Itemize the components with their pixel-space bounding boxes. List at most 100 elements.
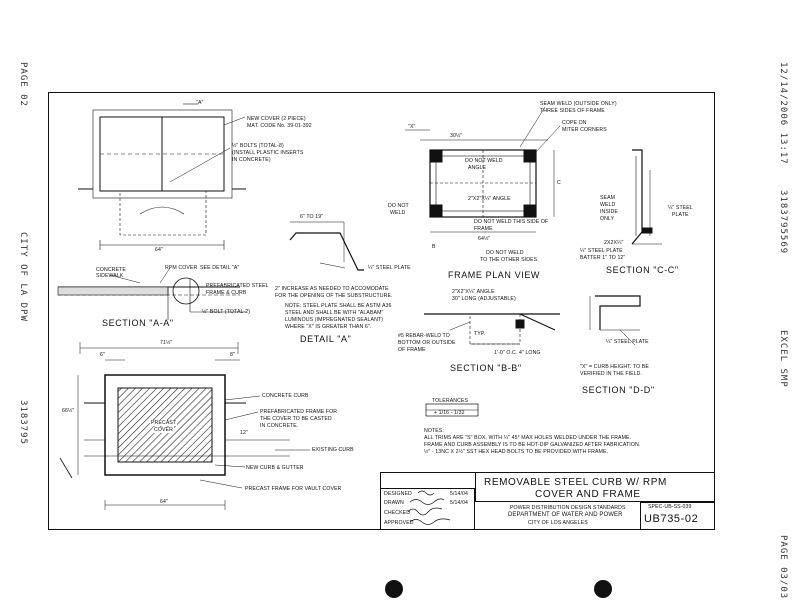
detail-dim-label: 6" TO 19" xyxy=(300,214,324,220)
cope-label-2: MITER CORNERS xyxy=(562,127,607,133)
dd-curb-1: "X" = CURB HEIGHT. TO BE xyxy=(580,364,649,370)
lower-dim-left: 66½" xyxy=(62,408,75,414)
detail-note-4: STEEL AND SHALL BE WITH "ALABAM" xyxy=(285,310,384,316)
dd-plate: ¼" STEEL PLATE xyxy=(606,339,649,345)
date-1: 5/14/04 xyxy=(450,491,469,497)
frame-dim-64: 64½" xyxy=(478,236,491,242)
dept-line-3: CITY OF LOS ANGELES xyxy=(528,520,588,526)
lower-dim-8: 8" xyxy=(230,352,235,358)
detail-note-2: FOR THE OPENING OF THE SUBSTRUCTURE. xyxy=(275,293,393,299)
bb-weld-2: BOTTOM OR OUTSIDE xyxy=(398,340,456,346)
detail-note-1: 2" INCREASE AS NEEDED TO ACCOMODATE xyxy=(275,286,389,292)
frame-dim-x: "X" xyxy=(408,124,416,130)
bolts-label: ½" BOLTS (TOTAL-8) xyxy=(232,143,284,149)
precast-cover-1: PRECAST xyxy=(150,420,178,426)
prefab-curb-label-2: FRAME & CURB xyxy=(206,290,247,296)
cc-seam-4: ONLY xyxy=(600,216,615,222)
detail-note-6: WHERE "X" IS GREATER THAN 6". xyxy=(285,324,372,330)
section-cc-title: SECTION "C-C" xyxy=(606,265,679,275)
no-weld-side-1: DO NOT WELD THIS SIDE OF xyxy=(474,219,549,225)
sidewalk-label-2: SIDEWALK xyxy=(96,273,124,279)
see-detail-label: SEE DETAIL "A" xyxy=(200,265,240,271)
sheet-ref: SPEC-UB-SS-039 xyxy=(648,504,692,510)
no-weld-side-2: FRAME xyxy=(474,226,493,232)
cc-plate-3: ¼" STEEL PLATE xyxy=(580,248,623,254)
bb-weld-1: #5 REBAR-WELD TO xyxy=(398,333,450,339)
drawing-title-2: COVER AND FRAME xyxy=(535,489,641,500)
no-weld-angle-1: DO NOT WELD xyxy=(465,158,503,164)
drawn-label: DRAWN xyxy=(384,500,404,506)
section-dd-title: SECTION "D-D" xyxy=(582,385,655,395)
lower-dim-right: 12" xyxy=(240,430,248,436)
precast-cover-2: COVER xyxy=(153,427,174,433)
frame-dim-b: B xyxy=(432,244,436,250)
punch-hole-right xyxy=(594,580,612,598)
no-weld-left-1: DO NOT xyxy=(388,203,409,209)
dd-curb-2: VERIFIED IN THE FIELD. xyxy=(580,371,643,377)
prefab-curb-label-1: PREFABRICATED STEEL xyxy=(206,283,269,289)
punch-hole-left xyxy=(385,580,403,598)
bolt-total-label: ½" BOLT (TOTAL-2) xyxy=(202,309,251,315)
section-aa-title: SECTION "A-A" xyxy=(102,318,174,328)
inserts-label-1: (INSTALL PLASTIC INSERTS xyxy=(232,150,304,156)
concrete-curb-label: CONCRETE CURB xyxy=(262,393,309,399)
detail-a-title: DETAIL "A" xyxy=(300,334,352,344)
checked-label: CHECKED xyxy=(384,510,411,516)
prefab-frame-1: PREFABRICATED FRAME FOR xyxy=(260,409,338,415)
new-cover-label: NEW COVER (2 PIECE) xyxy=(247,116,306,122)
section-bb-title: SECTION "B-B" xyxy=(450,363,522,373)
detail-plate-label: ¼" STEEL PLATE xyxy=(368,265,411,271)
existing-curb-label: EXISTING CURB xyxy=(312,447,354,453)
no-weld-left-2: WELD xyxy=(390,210,406,216)
cc-plate-2: PLATE xyxy=(672,212,689,218)
cc-seam-3: INSIDE xyxy=(600,209,618,215)
prefab-frame-2: THE COVER TO BE CASTED xyxy=(260,416,332,422)
precast-frame-label: PRECAST FRAME FOR VAULT COVER xyxy=(245,486,342,492)
cc-plate-1: ¼" STEEL xyxy=(668,205,693,211)
lower-dim-6: 6" xyxy=(100,352,105,358)
dept-line-1: POWER DISTRIBUTION DESIGN STANDARDS xyxy=(510,505,626,511)
cc-angle: 2X2X¼" xyxy=(604,240,624,246)
lower-dim-top: 71½" xyxy=(160,340,173,346)
frame-dim-30: 30½" xyxy=(450,133,463,139)
inserts-label-2: IN CONCRETE) xyxy=(232,157,271,163)
angle-label: 2"X2"X¼" ANGLE xyxy=(468,196,511,202)
detail-note-5: LUMINOUS (IMPREGNATED SEALANT) xyxy=(285,317,384,323)
tolerance-row: + 1/16 - 1/32 xyxy=(434,410,465,416)
note-3: ½" - 13NC X 2½" SST HEX HEAD BOLTS TO BE… xyxy=(424,449,609,455)
seam-weld-label-1: SEAM WELD (OUTSIDE ONLY) xyxy=(540,101,617,107)
bb-weld-3: OF FRAME xyxy=(398,347,426,353)
weld-other-2: TO THE OTHER SIDES. xyxy=(480,257,539,263)
bb-spacing: 1'-0" O.C. 4" LONG xyxy=(494,350,541,356)
frame-dim-c: C xyxy=(557,180,561,186)
new-curb-label: NEW CURB & GUTTER xyxy=(246,465,304,471)
tolerance-header: TOLERANCES xyxy=(432,398,469,404)
approved-label: APPROVED xyxy=(384,520,414,526)
detail-note-3: NOTE: STEEL PLATE SHALL BE ASTM A36 xyxy=(285,303,392,309)
title-box xyxy=(475,472,715,502)
plan-dim-64: 64" xyxy=(155,247,163,253)
note-1: ALL TRIMS ARE "S" BOX. WITH ¼" 45° MAX H… xyxy=(424,435,632,441)
prefab-frame-3: IN CONCRETE. xyxy=(260,423,299,429)
weld-other-1: DO NOT WELD xyxy=(486,250,524,256)
sidewalk-label-1: CONCRETE xyxy=(96,267,126,273)
lower-dim-bottom: 64" xyxy=(160,499,168,505)
notes-label: NOTES: xyxy=(424,428,444,434)
bb-angle-1: 2"X2"X¼" ANGLE xyxy=(452,289,495,295)
cope-label-1: COPE ON xyxy=(562,120,587,126)
bb-typ: TYP. xyxy=(474,331,486,337)
rpm-cover-label: RPM COVER xyxy=(165,265,198,271)
mat-code-label: MAT. CODE No. 39-01-392 xyxy=(247,123,312,129)
frame-plan-title: FRAME PLAN VIEW xyxy=(448,270,541,280)
drawing-title-1: REMOVABLE STEEL CURB W/ RPM xyxy=(484,477,667,488)
bb-angle-2: 30" LONG (ADJUSTABLE) xyxy=(452,296,516,302)
seam-weld-label-2: THREE SIDES OF FRAME xyxy=(540,108,605,114)
cc-seam-2: WELD xyxy=(600,202,616,208)
drawing-number: UB735-02 xyxy=(644,513,699,525)
designed-label: DESIGNED xyxy=(384,491,412,497)
date-2: 5/14/04 xyxy=(450,500,469,506)
no-weld-angle-2: ANGLE xyxy=(468,165,487,171)
dim-a-label: "A" xyxy=(196,100,204,106)
dept-line-2: DEPARTMENT OF WATER AND POWER xyxy=(508,512,623,518)
note-2: FRAME AND CURB ASSEMBLY IS TO BE HOT-DIP… xyxy=(424,442,641,448)
